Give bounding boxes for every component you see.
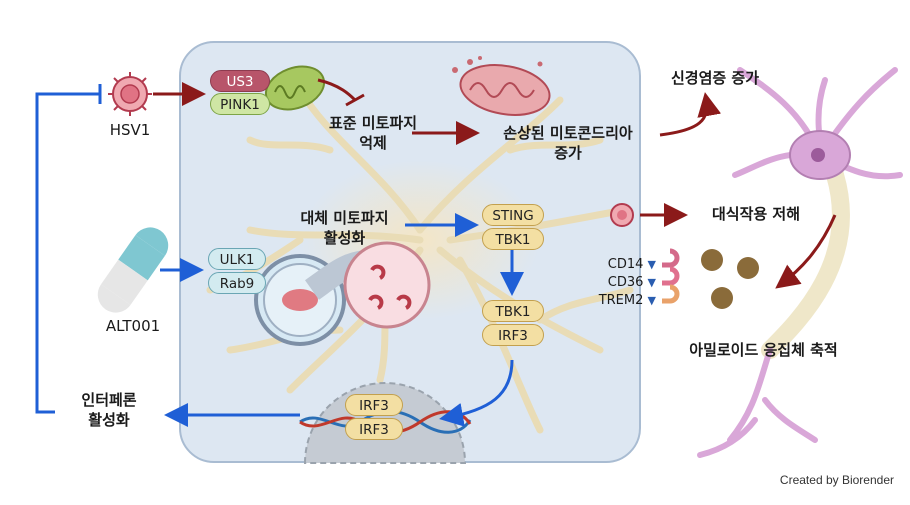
down-triangle-icon: ▼: [647, 276, 656, 289]
label-hsv1: HSV1: [109, 121, 151, 139]
arrow-to-neuroinflammation: [659, 92, 722, 137]
receptor-cd14-icon: [662, 248, 680, 268]
arrow-to-amyloid: [775, 214, 837, 289]
receptor-cd14-label: CD14 ▼: [586, 256, 656, 274]
inhibit-pink1-mitophagy: [317, 78, 357, 102]
hsv1-virus-icon: [108, 72, 152, 116]
label-line-1: 인터페론: [81, 391, 137, 409]
label-alt001: ALT001: [105, 317, 161, 335]
label-line-1: 손상된 미토콘드리아: [503, 124, 633, 142]
inhibit-bar-mitophagy: [345, 93, 365, 107]
protein-sting: STING: [482, 204, 544, 226]
protein-rab9: Rab9: [208, 272, 266, 294]
amyloid-aggregates: [701, 249, 759, 309]
label-line-1: 표준 미토파지: [328, 114, 418, 132]
receptor-name: CD14: [607, 257, 644, 272]
label-line-2: 억제: [359, 134, 387, 152]
label-damaged-mito-increase: 손상된 미토콘드리아 증가: [483, 123, 653, 163]
neuron-icon: [697, 67, 903, 458]
protein-irf3-dna-top: IRF3: [345, 394, 403, 416]
label-alt-mitophagy-activation: 대체 미토파지 활성화: [282, 208, 407, 248]
protein-irf3-mid: IRF3: [482, 324, 544, 346]
alt001-capsule-icon: [97, 227, 169, 313]
down-triangle-icon: ▼: [647, 294, 656, 307]
label-line-2: 활성화: [88, 411, 130, 429]
label-interferon-activation: 인터페론 활성화: [64, 390, 154, 430]
label-amyloid-accumulation: 아밀로이드 응집체 축적: [689, 341, 838, 359]
protein-pink1: PINK1: [210, 93, 270, 115]
receptor-trem2-label: TREM2 ▼: [576, 292, 656, 310]
lysosome-icon: [343, 241, 431, 329]
protein-tbk1-top: TBK1: [482, 228, 544, 250]
virus-small-icon: [610, 203, 634, 227]
protein-us3: US3: [210, 70, 270, 92]
label-line-1: 대체 미토파지: [300, 209, 389, 227]
receptor-name: TREM2: [598, 293, 644, 308]
receptor-name: CD36: [607, 275, 644, 290]
receptor-trem2-icon: [662, 284, 680, 304]
arrow-irf3-to-dna: [439, 359, 514, 427]
label-neuroinflammation: 신경염증 증가: [670, 69, 760, 87]
label-phagocytosis-inhibition: 대식작용 저해: [711, 205, 801, 223]
protein-irf3-dna-bottom: IRF3: [345, 418, 403, 440]
receptor-cd36-icon: [662, 266, 680, 286]
interferon-inhibition-line: [35, 92, 100, 414]
neuron-nucleus: [811, 148, 825, 162]
label-line-2: 활성화: [323, 229, 366, 247]
label-basal-mitophagy-suppression: 표준 미토파지 억제: [318, 113, 428, 153]
protein-tbk1-mid: TBK1: [482, 300, 544, 322]
damaged-mitochondria-icon: [452, 56, 551, 116]
label-line-2: 증가: [554, 144, 582, 162]
protein-ulk1: ULK1: [208, 248, 266, 270]
credit-text: Created by Biorender: [779, 473, 894, 487]
down-triangle-icon: ▼: [647, 258, 656, 271]
receptor-cd36-label: CD36 ▼: [586, 274, 656, 292]
